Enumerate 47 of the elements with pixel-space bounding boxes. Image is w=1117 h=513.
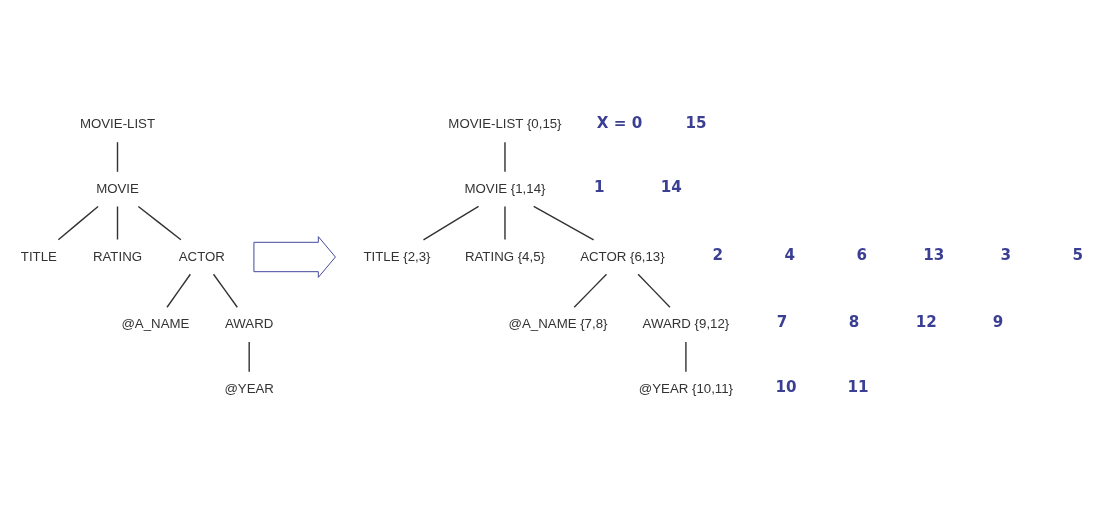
connector (422, 205, 480, 241)
label: 9 (992, 312, 1004, 331)
label: X = 0 (596, 112, 643, 131)
label: 8 (848, 312, 860, 331)
label: 15 (685, 112, 707, 131)
connector (212, 273, 238, 308)
label: 13 (923, 245, 945, 264)
node-text: ACTOR (178, 248, 225, 264)
label: 14 (660, 177, 682, 196)
connector (116, 141, 119, 172)
label: 3 (1000, 245, 1011, 264)
node-text: @A_NAME {7,8} (508, 315, 608, 331)
node-text: RATING {4,5} (464, 248, 545, 264)
node-text: @YEAR (224, 380, 274, 396)
node-text: MOVIE-LIST {0,15} (448, 115, 562, 131)
label: 5 (1072, 245, 1083, 264)
label: 1 (594, 177, 605, 196)
connector (116, 205, 119, 240)
node-text: TITLE (20, 248, 57, 264)
connector (685, 340, 687, 372)
connector (504, 141, 506, 172)
node-text: @A_NAME (121, 315, 190, 331)
node-text: MOVIE (96, 180, 139, 196)
connector (248, 340, 250, 372)
node-text: AWARD (225, 315, 274, 331)
label: 7 (776, 312, 788, 331)
connector (57, 205, 99, 240)
node-text: ACTOR {6,13} (580, 248, 665, 264)
node-text: TITLE {2,3} (363, 248, 431, 264)
connector (137, 205, 182, 240)
label: 10 (775, 377, 797, 396)
label: 4 (784, 245, 795, 264)
connector (504, 205, 506, 240)
node-text: MOVIE-LIST (79, 115, 156, 131)
node-text: AWARD {9,12} (642, 315, 730, 331)
node-arrow (253, 235, 336, 278)
node-text: @YEAR {10,11} (638, 380, 734, 396)
node-text: RATING (92, 248, 143, 264)
connector (573, 273, 608, 308)
label: 11 (847, 377, 869, 396)
connector (166, 273, 192, 308)
label: 12 (915, 312, 937, 331)
label: 2 (712, 245, 723, 264)
node-text: MOVIE {1,14} (464, 180, 546, 196)
label: 6 (856, 245, 867, 264)
connector (637, 273, 671, 308)
connector (533, 205, 595, 241)
